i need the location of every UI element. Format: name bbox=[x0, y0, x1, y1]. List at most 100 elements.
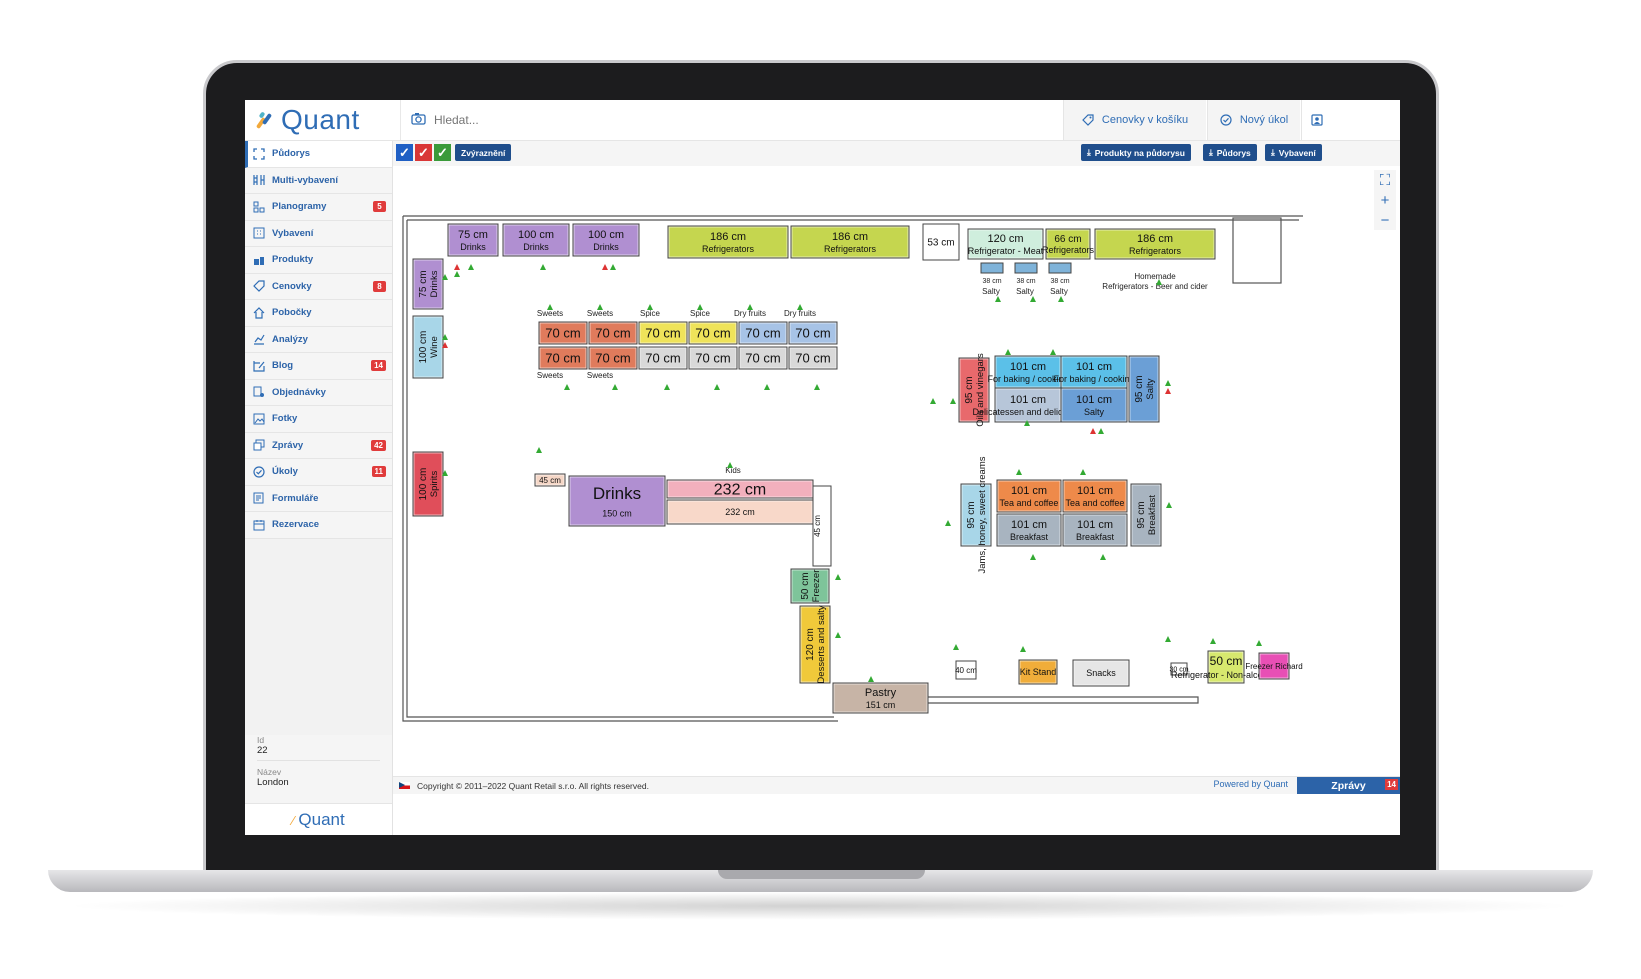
small-fridge[interactable]: 38 cm bbox=[1014, 262, 1038, 285]
fixture-20[interactable]: 70 cm bbox=[638, 346, 688, 370]
filter-blue-checkbox[interactable]: ✓ bbox=[396, 144, 413, 161]
fixture-label: 40 cm bbox=[955, 666, 977, 675]
sidebar-item-5[interactable]: Produkty bbox=[245, 247, 392, 274]
small-fridge[interactable]: 38 cm bbox=[1048, 262, 1072, 285]
sidebar-item-11[interactable]: Fotky bbox=[245, 406, 392, 433]
fixture-46[interactable]: Kit Stand bbox=[1018, 659, 1058, 685]
filter-red-checkbox[interactable]: ✓ bbox=[415, 144, 432, 161]
user-profile-button[interactable] bbox=[1301, 100, 1332, 140]
sidebar-item-15[interactable]: Rezervace bbox=[245, 512, 392, 539]
czech-flag-icon[interactable] bbox=[399, 782, 410, 789]
fixture-48[interactable]: 30 cm bbox=[1169, 662, 1189, 676]
fixture-34[interactable]: 232 cm bbox=[666, 499, 814, 525]
highlight-button[interactable]: Zvýraznění bbox=[455, 144, 512, 161]
price-tags-cart-button[interactable]: Cenovky v košíku bbox=[1063, 100, 1206, 140]
fixture-23[interactable]: 70 cm bbox=[788, 346, 838, 370]
products-on-floorplan-button[interactable]: ⤓Produkty na půdorysu bbox=[1081, 144, 1191, 161]
fixture-36[interactable]: 95 cmJams, honey, sweet creams bbox=[960, 456, 992, 574]
fixture-12[interactable]: 70 cm bbox=[538, 321, 588, 345]
fixture-21[interactable]: 70 cm bbox=[688, 346, 738, 370]
sidebar-item-1[interactable]: Půdorys bbox=[245, 141, 392, 168]
search-input[interactable] bbox=[432, 112, 736, 128]
small-fridge[interactable]: 38 cm bbox=[980, 262, 1004, 285]
fixture-label: 75 cmDrinks bbox=[418, 270, 440, 297]
sidebar-item-10[interactable]: Objednávky bbox=[245, 379, 392, 406]
fixture-15[interactable]: 70 cm bbox=[688, 321, 738, 345]
app-logo[interactable]: Quant bbox=[253, 104, 360, 135]
floorplan-download-button[interactable]: ⤓Půdorys bbox=[1203, 144, 1257, 161]
fixture-11[interactable]: 100 cmWine bbox=[412, 315, 444, 379]
fixture-6[interactable]: 53 cm bbox=[922, 223, 960, 261]
fixture-30[interactable]: 100 cmSpirits bbox=[412, 451, 444, 517]
direction-arrow-icon bbox=[454, 264, 460, 270]
fixture-24[interactable]: 95 cmOils and vinegars bbox=[958, 353, 990, 427]
fixture-50[interactable]: Freezer Richard bbox=[1245, 652, 1303, 680]
fixture-45[interactable]: 40 cm bbox=[955, 660, 977, 680]
zoom-in-button[interactable]: + bbox=[1380, 191, 1390, 209]
sidebar-item-14[interactable]: Formuláře bbox=[245, 485, 392, 512]
fixture-41[interactable]: 95 cmBreakfast bbox=[1130, 483, 1162, 547]
fixture-43[interactable]: 120 cmDesserts and salty bbox=[799, 605, 831, 684]
filter-green-checkbox[interactable]: ✓ bbox=[434, 144, 451, 161]
fixture-14[interactable]: 70 cm bbox=[638, 321, 688, 345]
sidebar-item-7[interactable]: Pobočky bbox=[245, 300, 392, 327]
powered-by-link[interactable]: Powered by Quant bbox=[1213, 779, 1288, 789]
fixture-47[interactable]: Snacks bbox=[1072, 659, 1130, 687]
shelf-caption: Sweets bbox=[587, 371, 613, 380]
fixture-13[interactable]: 70 cm bbox=[588, 321, 638, 345]
messages-button[interactable]: Zprávy 14 bbox=[1297, 777, 1400, 794]
fit-screen-icon[interactable]: ⛶ bbox=[1379, 171, 1391, 189]
fixture-42[interactable]: 50 cmFreezer bbox=[790, 568, 830, 604]
equipment-download-button[interactable]: ⤓Vybavení bbox=[1265, 144, 1322, 161]
fixture-label: 70 cm bbox=[645, 351, 680, 366]
sidebar-item-label: Pobočky bbox=[272, 307, 312, 319]
fixture-33[interactable]: 232 cm bbox=[666, 479, 814, 499]
zoom-controls: ⛶ + − bbox=[1374, 170, 1396, 230]
download-icon: ⤓ bbox=[1271, 147, 1275, 157]
fixture-29[interactable]: 95 cmSalty bbox=[1128, 355, 1160, 423]
fixture-16[interactable]: 70 cm bbox=[738, 321, 788, 345]
fixture-label: 53 cm bbox=[927, 238, 954, 249]
zoom-out-button[interactable]: − bbox=[1380, 211, 1390, 229]
direction-arrow-icon bbox=[597, 304, 603, 310]
fixture-10[interactable]: 75 cmDrinks bbox=[412, 258, 444, 310]
fixture-35[interactable]: 45 cm bbox=[812, 485, 832, 567]
new-task-button[interactable]: Nový úkol bbox=[1207, 100, 1300, 140]
camera-icon[interactable] bbox=[411, 112, 426, 128]
fixture-17[interactable]: 70 cm bbox=[788, 321, 838, 345]
fixture-18[interactable]: 70 cm bbox=[538, 346, 588, 370]
sidebar-item-4[interactable]: Vybavení bbox=[245, 220, 392, 247]
fixture-19[interactable]: 70 cm bbox=[588, 346, 638, 370]
fixture-22[interactable]: 70 cm bbox=[738, 346, 788, 370]
search-bar[interactable] bbox=[400, 100, 1100, 140]
sidebar-item-2[interactable]: Multi-vybavení bbox=[245, 167, 392, 194]
sidebar-item-8[interactable]: Analýzy bbox=[245, 326, 392, 353]
fixture-31[interactable]: 45 cm bbox=[534, 473, 566, 487]
